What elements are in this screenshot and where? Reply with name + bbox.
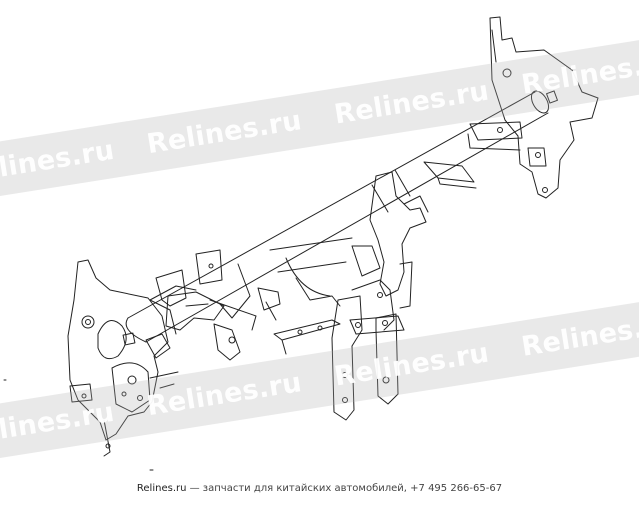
- right-mounting-bracket: [467, 16, 599, 199]
- main-tube: [125, 90, 550, 343]
- left-side-bracket: [67, 259, 179, 457]
- center-upper-bracket: [423, 161, 477, 189]
- steering-support: [149, 285, 225, 331]
- reference-marks: [3, 379, 154, 471]
- center-stay: [351, 171, 429, 331]
- center-lower-legs: [331, 295, 405, 421]
- left-center-brackets: [155, 249, 281, 361]
- lower-crossbar: [269, 237, 353, 355]
- footer-site: Relines.ru: [136, 483, 187, 494]
- footer-caption: Relines.ru — запчасти для китайских авто…: [0, 483, 639, 494]
- footer-text: — запчасти для китайских автомобилей, +7…: [186, 483, 503, 494]
